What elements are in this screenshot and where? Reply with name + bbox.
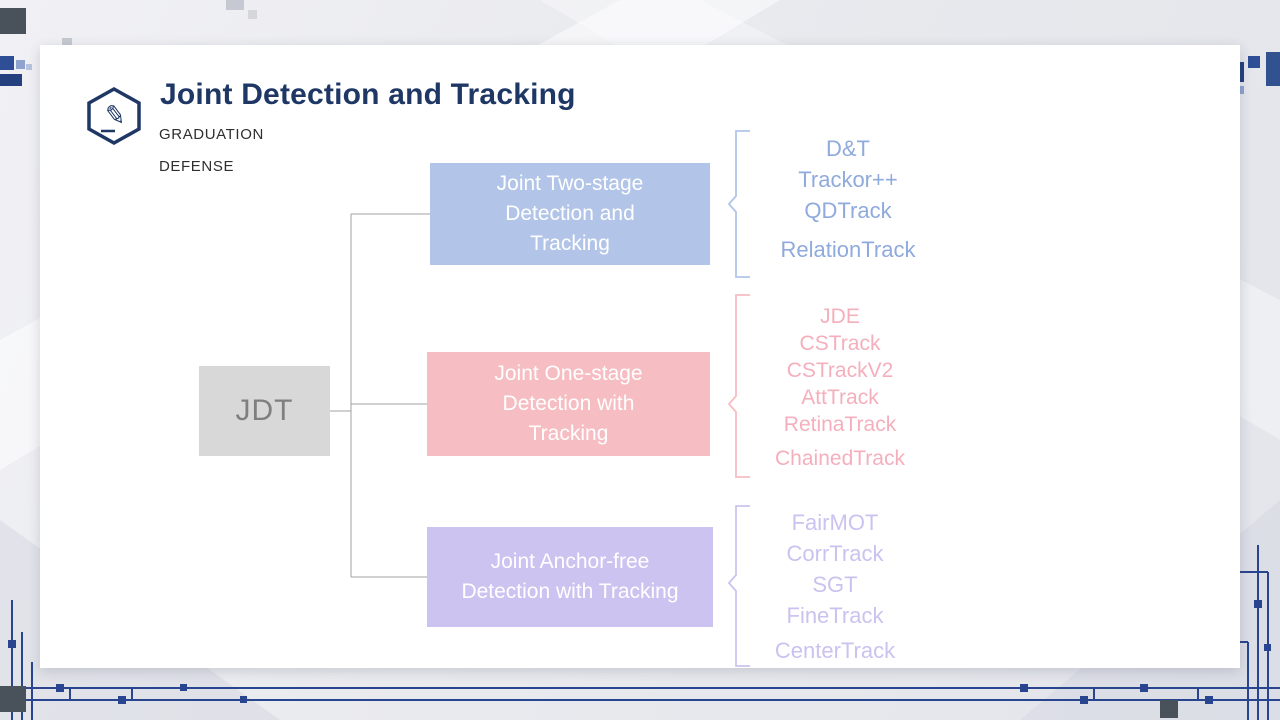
list-item: D&T	[826, 136, 870, 161]
branch-box-two-stage: Joint Two-stage Detection and Tracking	[430, 163, 710, 265]
method-list-one-stage: JDE CSTrack CSTrackV2 AttTrack RetinaTra…	[732, 303, 948, 472]
branch-box-anchor-free: Joint Anchor-free Detection with Trackin…	[427, 527, 713, 627]
list-item: CenterTrack	[774, 638, 896, 663]
list-item: RetinaTrack	[783, 413, 897, 436]
list-item: Trackor++	[798, 167, 898, 192]
list-item: ChainedTrack	[775, 447, 905, 470]
root-node-jdt: JDT	[199, 366, 330, 456]
list-item: SGT	[812, 572, 858, 597]
bracket-anchor-free	[727, 505, 750, 667]
list-item: FairMOT	[791, 510, 879, 535]
method-list-two-stage: D&T Trackor++ QDTrack RelationTrack	[740, 133, 956, 265]
list-item: CorrTrack	[786, 541, 884, 566]
list-item: CSTrack	[799, 332, 881, 355]
list-item: QDTrack	[804, 198, 892, 223]
list-item: FineTrack	[786, 603, 884, 628]
list-item: AttTrack	[801, 386, 879, 409]
list-item: RelationTrack	[780, 237, 916, 262]
method-list-anchor-free: FairMOT CorrTrack SGT FineTrack CenterTr…	[720, 507, 950, 666]
list-item: CSTrackV2	[786, 359, 894, 382]
branch-box-one-stage: Joint One-stage Detection with Tracking	[427, 352, 710, 456]
list-item: JDE	[820, 305, 860, 328]
